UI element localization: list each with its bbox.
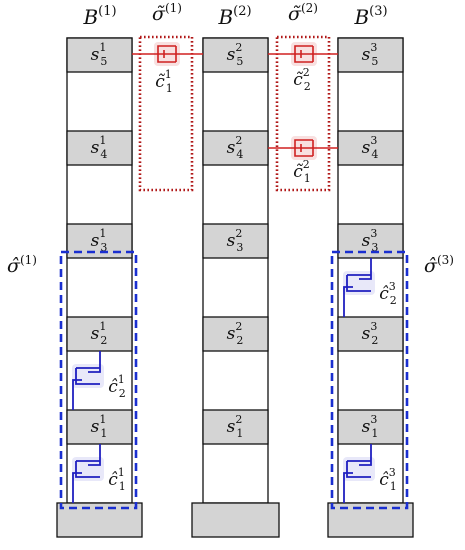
- building-1-floor-5: [66, 37, 133, 73]
- hidden-damper-c2-3: [343, 258, 375, 317]
- building-2-floor-4: [202, 130, 269, 166]
- building-2-foundation: [191, 502, 280, 538]
- hidden-damper-c1-1: [72, 444, 104, 503]
- hidden-group-3-outline: [330, 250, 409, 510]
- hidden-damper-c1-3: [343, 444, 375, 503]
- observed-damper-c1-1: [132, 42, 203, 66]
- building-3-floor-4: [337, 130, 404, 166]
- building-1-floor-4: [66, 130, 133, 166]
- building-1-floor-1: [66, 409, 133, 445]
- observed-damper-c2-2: [268, 42, 338, 66]
- building-3-floor-5: [337, 37, 404, 73]
- building-2-floor-5: [202, 37, 269, 73]
- building-3-floor-2: [337, 316, 404, 352]
- building-3-title: B(3): [353, 4, 387, 29]
- building-2-floor-3: [202, 223, 269, 259]
- hidden-group-3-label: σ̂(3): [424, 253, 454, 277]
- building-2-floor-2: [202, 316, 269, 352]
- observed-group-2-label: σ̃(2): [288, 1, 318, 25]
- hidden-group-1-outline: [59, 250, 138, 510]
- hidden-damper-c2-1: [72, 351, 104, 410]
- hidden-group-1-label: σ̂(1): [7, 253, 37, 277]
- observed-group-2-outline: [275, 35, 331, 192]
- observed-damper-c1-2: [268, 136, 338, 160]
- building-2-floor-1: [202, 409, 269, 445]
- building-2-title: B(2): [217, 4, 251, 29]
- building-1-title: B(1): [82, 4, 116, 29]
- observed-group-1-label: σ̃(1): [152, 1, 182, 25]
- observed-group-1-outline: [138, 35, 194, 192]
